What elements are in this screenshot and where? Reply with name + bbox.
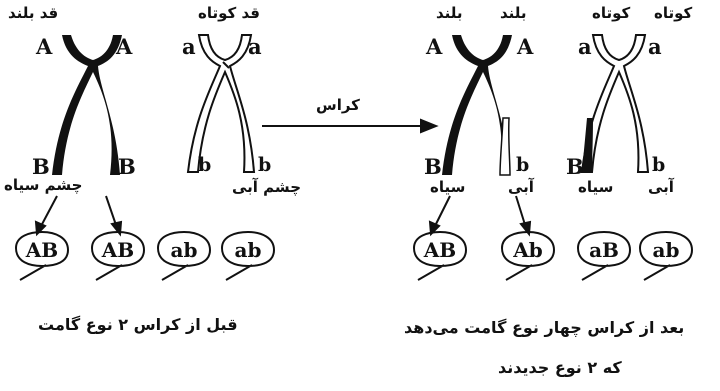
right-bottom-label-1: سیاه	[430, 178, 466, 196]
trait-tall-label: قد بلند	[8, 4, 59, 22]
caption-right-line2: که ۲ نوع جدیدند	[498, 358, 622, 377]
left-arrows	[34, 195, 123, 237]
gamete-right-1: AB	[423, 238, 457, 262]
right-top-label-3: کوتاه	[592, 4, 631, 22]
right-bottom-label-4: آبی	[648, 178, 674, 196]
right-bottom-label-3: سیاه	[578, 178, 614, 196]
gamete-left-3: ab	[170, 238, 198, 262]
cross-label: کراس	[316, 96, 360, 114]
gamete-right-4: ab	[652, 238, 680, 262]
cross-arrow	[262, 118, 439, 134]
right-top-label-4: کوتاه	[654, 4, 693, 22]
gamete-left-4: ab	[234, 238, 262, 262]
eye-blue-label: چشم آبی	[232, 178, 302, 196]
right-homolog-light	[580, 34, 650, 173]
eye-black-label: چشم سیاه	[4, 176, 83, 194]
allele-right-4-top: a	[648, 34, 662, 59]
right-arrows	[428, 195, 532, 237]
allele-left-4-bottom: b	[258, 154, 272, 176]
gamete-left-1: AB	[25, 238, 59, 262]
allele-left-1-bottom: B	[32, 154, 50, 179]
caption-right-line1: بعد از کراس چهار نوع گامت می‌دهد	[404, 318, 685, 337]
left-gamete-shapes	[14, 230, 276, 281]
allele-left-4-top: a	[248, 34, 262, 59]
right-bottom-label-2: آبی	[508, 178, 534, 196]
gamete-left-2: AB	[101, 238, 135, 262]
allele-right-3-bottom: B	[566, 154, 584, 179]
right-top-label-1: بلند	[436, 4, 463, 22]
allele-right-4-bottom: b	[652, 154, 666, 176]
allele-right-1-bottom: B	[424, 154, 442, 179]
allele-left-1-top: A	[36, 34, 53, 59]
allele-left-2-bottom: B	[118, 154, 136, 179]
right-homolog-dark	[442, 35, 512, 176]
allele-left-2-top: A	[116, 34, 133, 59]
allele-right-3-top: a	[578, 34, 592, 59]
allele-right-1-top: A	[426, 34, 443, 59]
left-homolog-light	[186, 34, 256, 173]
allele-left-3-bottom: b	[198, 154, 212, 176]
gamete-right-2: Ab	[513, 238, 543, 262]
left-homolog-dark	[52, 35, 122, 175]
allele-left-3-top: a	[182, 34, 196, 59]
trait-short-label: قد کوتاه	[198, 4, 260, 22]
allele-right-2-bottom: b	[516, 154, 530, 176]
right-gamete-shapes	[412, 230, 694, 281]
caption-left: قبل از کراس ۲ نوع گامت	[38, 315, 238, 334]
gamete-right-3: aB	[589, 238, 619, 262]
right-top-label-2: بلند	[500, 4, 527, 22]
allele-right-2-top: A	[517, 34, 534, 59]
